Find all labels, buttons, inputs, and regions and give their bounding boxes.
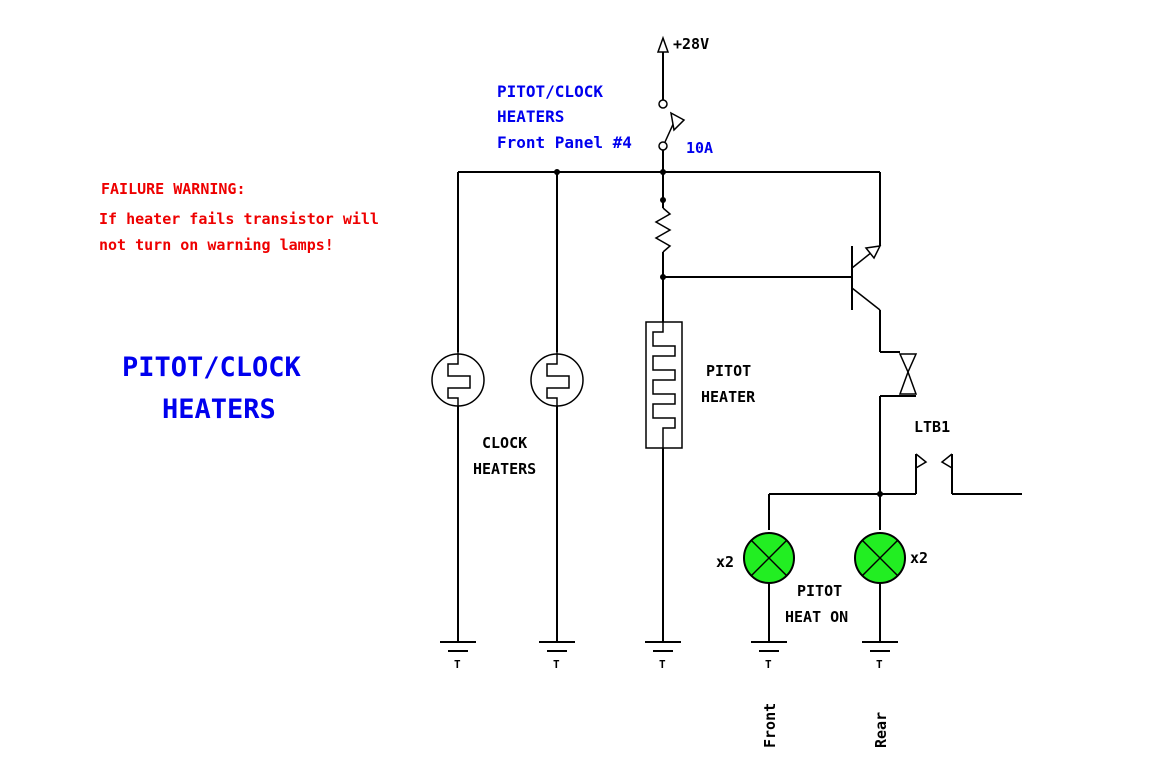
circuit-breaker-symbol[interactable] bbox=[658, 99, 686, 172]
warning-lamp-front bbox=[743, 494, 795, 642]
ground-rear-label: Rear bbox=[872, 712, 890, 748]
pitot-heater-label-line1: PITOT bbox=[706, 362, 751, 380]
ground-symbol bbox=[751, 641, 787, 652]
ground-symbol bbox=[645, 641, 681, 652]
ltb1-connector[interactable] bbox=[915, 453, 1022, 495]
breaker-label-line2: HEATERS bbox=[497, 107, 564, 126]
diagram-title-line2: HEATERS bbox=[162, 394, 276, 425]
clock-heaters-label-line2: HEATERS bbox=[473, 460, 536, 478]
lamps-label-line2: HEAT ON bbox=[785, 608, 848, 626]
diagram-title-line1: PITOT/CLOCK bbox=[122, 352, 302, 383]
transistor-pnp bbox=[851, 172, 900, 353]
clock-heaters-label-line1: CLOCK bbox=[482, 434, 527, 452]
ground-symbol bbox=[440, 641, 476, 652]
ground-label: T bbox=[765, 658, 772, 671]
supply-voltage-label: +28V bbox=[673, 35, 709, 53]
warning-line2: not turn on warning lamps! bbox=[99, 236, 334, 254]
breaker-label-line1: PITOT/CLOCK bbox=[497, 82, 603, 101]
breaker-label-line3: Front Panel #4 bbox=[497, 133, 632, 152]
clock-heater-2 bbox=[530, 172, 584, 642]
lamps-label-line1: PITOT bbox=[797, 582, 842, 600]
clock-heater-1 bbox=[431, 172, 485, 642]
ground-label: T bbox=[876, 658, 883, 671]
pitot-heater bbox=[645, 277, 683, 642]
junction-dot bbox=[660, 197, 666, 203]
resistor bbox=[654, 172, 672, 277]
ground-front-label: Front bbox=[761, 703, 779, 748]
pitot-heater-label-line2: HEATER bbox=[701, 388, 756, 406]
ground-label: T bbox=[659, 658, 666, 671]
connector-label: LTB1 bbox=[914, 418, 950, 436]
lamp-rear-qty: x2 bbox=[910, 549, 928, 567]
diode-symbol bbox=[879, 353, 918, 494]
warning-lamp-rear bbox=[854, 494, 906, 642]
power-supply-symbol bbox=[656, 35, 670, 100]
warning-line1: If heater fails transistor will bbox=[99, 210, 379, 228]
ground-label: T bbox=[454, 658, 461, 671]
ground-symbol bbox=[539, 641, 575, 652]
breaker-rating: 10A bbox=[686, 139, 713, 157]
ground-symbol bbox=[862, 641, 898, 652]
warning-heading: FAILURE WARNING: bbox=[101, 180, 246, 198]
lamp-front-qty: x2 bbox=[716, 553, 734, 571]
ground-label: T bbox=[553, 658, 560, 671]
